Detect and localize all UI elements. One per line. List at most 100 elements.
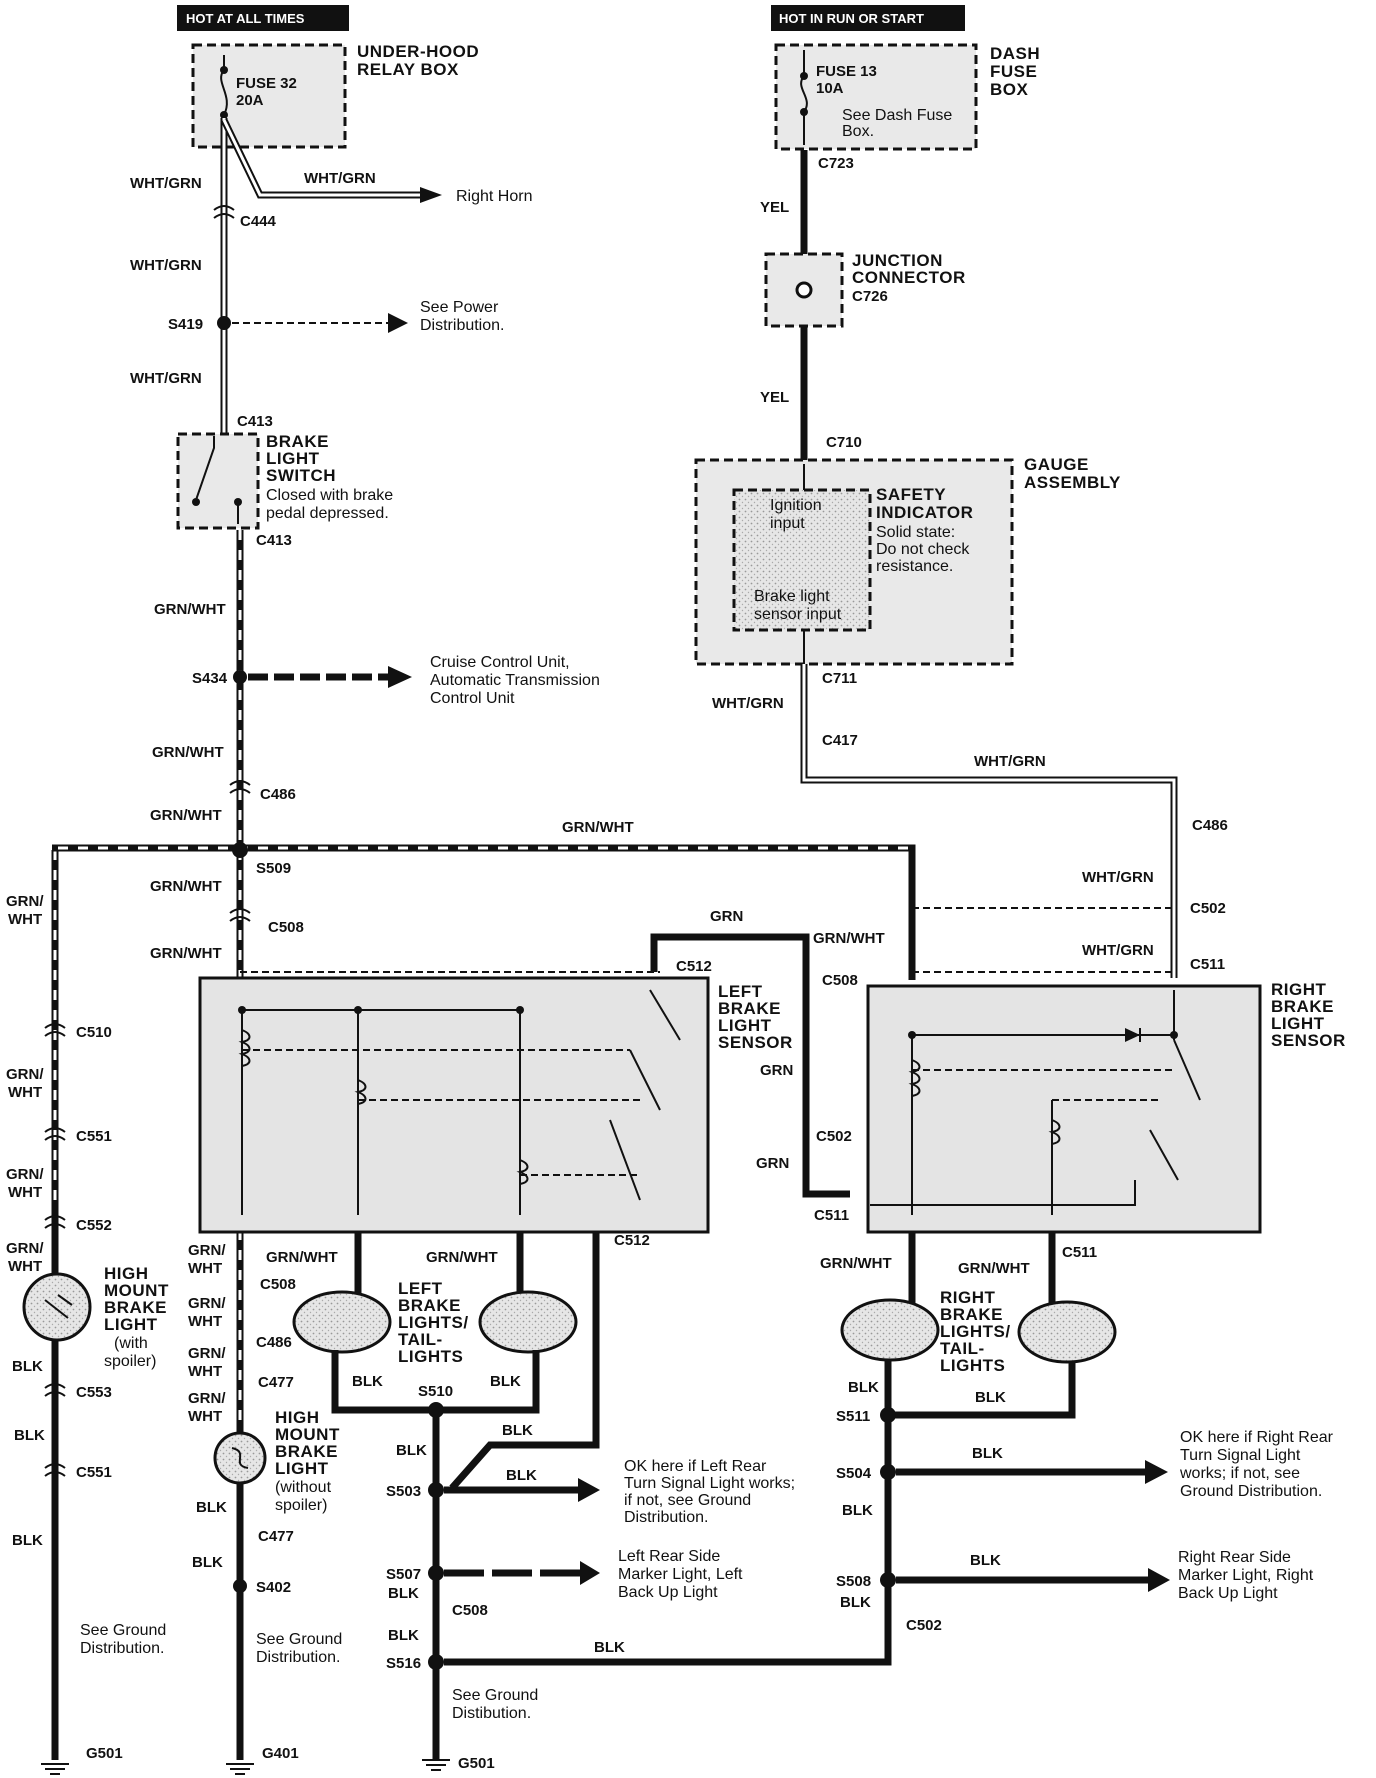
ground-g501-left	[41, 1763, 69, 1775]
svg-text:GAUGE: GAUGE	[1024, 455, 1089, 474]
ground-column-s510	[422, 1402, 892, 1771]
svg-text:SENSOR: SENSOR	[1271, 1031, 1346, 1050]
svg-text:WHT: WHT	[8, 1258, 42, 1275]
svg-text:BRAKE: BRAKE	[398, 1296, 461, 1315]
svg-text:Ignition: Ignition	[770, 497, 822, 514]
svg-text:OK here if Right Rear: OK here if Right Rear	[1180, 1429, 1334, 1446]
svg-text:C508: C508	[452, 1602, 488, 1619]
svg-text:FUSE 13: FUSE 13	[816, 63, 877, 80]
svg-text:(with: (with	[114, 1335, 148, 1352]
svg-text:Ground Distribution.: Ground Distribution.	[1180, 1483, 1322, 1500]
svg-text:LIGHTS: LIGHTS	[398, 1347, 463, 1366]
svg-text:MOUNT: MOUNT	[104, 1281, 169, 1300]
svg-text:HOT AT ALL TIMES: HOT AT ALL TIMES	[186, 11, 305, 26]
svg-text:FUSE: FUSE	[990, 62, 1037, 81]
svg-text:Right Rear Side: Right Rear Side	[1178, 1549, 1291, 1566]
svg-text:BLK: BLK	[490, 1373, 521, 1390]
header-hot-at-all-times: HOT AT ALL TIMES	[177, 5, 349, 31]
svg-text:HIGH: HIGH	[275, 1408, 320, 1427]
svg-text:C502: C502	[1190, 900, 1226, 917]
svg-text:ASSEMBLY: ASSEMBLY	[1024, 473, 1121, 492]
svg-text:BRAKE: BRAKE	[1271, 997, 1334, 1016]
svg-text:C511: C511	[814, 1207, 849, 1224]
svg-text:YEL: YEL	[760, 199, 789, 216]
svg-text:SWITCH: SWITCH	[266, 466, 336, 485]
svg-text:BOX: BOX	[990, 80, 1029, 99]
svg-text:See Dash Fuse: See Dash Fuse	[842, 107, 952, 124]
svg-text:S510: S510	[418, 1383, 453, 1400]
svg-text:BLK: BLK	[192, 1554, 223, 1571]
svg-text:BLK: BLK	[196, 1499, 227, 1516]
svg-text:BLK: BLK	[970, 1552, 1001, 1569]
splice-s419	[217, 313, 408, 333]
svg-text:S504: S504	[836, 1465, 872, 1482]
svg-text:S516: S516	[386, 1655, 421, 1672]
svg-text:LIGHTS: LIGHTS	[940, 1356, 1005, 1375]
svg-text:GRN/WHT: GRN/WHT	[150, 807, 222, 824]
svg-text:YEL: YEL	[760, 389, 789, 406]
svg-text:pedal depressed.: pedal depressed.	[266, 505, 389, 522]
svg-text:Distribution.: Distribution.	[420, 317, 504, 334]
svg-text:Right Horn: Right Horn	[456, 188, 532, 205]
svg-text:C710: C710	[826, 434, 862, 451]
svg-text:BLK: BLK	[840, 1594, 871, 1611]
svg-text:GRN/WHT: GRN/WHT	[562, 819, 634, 836]
gauge-assembly: GAUGE ASSEMBLY SAFETY INDICATOR Solid st…	[694, 455, 1121, 666]
svg-text:Marker Light, Right: Marker Light, Right	[1178, 1567, 1314, 1584]
svg-text:TAIL-: TAIL-	[940, 1339, 985, 1358]
underhood-relay-box: UNDER-HOOD RELAY BOX FUSE 32 20A	[191, 42, 479, 149]
left-brake-light-sensor: LEFT BRAKE LIGHT SENSOR	[198, 976, 793, 1234]
svg-text:LIGHT: LIGHT	[266, 449, 320, 468]
svg-text:sensor input: sensor input	[754, 606, 842, 623]
svg-text:BRAKE: BRAKE	[718, 999, 781, 1018]
svg-text:C551: C551	[76, 1464, 112, 1481]
svg-text:S402: S402	[256, 1579, 291, 1596]
wire-grn-loop	[650, 933, 850, 1198]
svg-text:GRN/WHT: GRN/WHT	[150, 945, 222, 962]
svg-text:Left Rear Side: Left Rear Side	[618, 1548, 720, 1565]
svg-text:Cruise Control Unit,: Cruise Control Unit,	[430, 654, 570, 671]
svg-text:BLK: BLK	[12, 1358, 43, 1375]
svg-text:WHT/GRN: WHT/GRN	[974, 753, 1046, 770]
svg-text:SENSOR: SENSOR	[718, 1033, 793, 1052]
svg-text:WHT: WHT	[188, 1313, 222, 1330]
splice-s434	[233, 666, 412, 688]
svg-text:LEFT: LEFT	[718, 982, 763, 1001]
svg-text:Solid state:: Solid state:	[876, 524, 955, 541]
svg-text:S508: S508	[836, 1573, 871, 1590]
svg-text:BLK: BLK	[502, 1422, 533, 1439]
svg-text:DASH: DASH	[990, 44, 1040, 63]
header-hot-in-run-or-start: HOT IN RUN OR START	[771, 5, 965, 31]
svg-text:C477: C477	[258, 1374, 294, 1391]
svg-text:BLK: BLK	[594, 1639, 625, 1656]
svg-text:OK here if Left Rear: OK here if Left Rear	[624, 1458, 767, 1475]
svg-text:input: input	[770, 515, 805, 532]
svg-text:RIGHT: RIGHT	[1271, 980, 1327, 999]
svg-text:C711: C711	[822, 670, 857, 687]
svg-text:WHT/GRN: WHT/GRN	[712, 695, 784, 712]
svg-text:C508: C508	[260, 1276, 296, 1293]
svg-text:WHT/GRN: WHT/GRN	[1082, 942, 1154, 959]
svg-text:LIGHT: LIGHT	[718, 1016, 772, 1035]
left-brake-tail-lights: LEFT BRAKE LIGHTS/ TAIL- LIGHTS	[292, 1279, 578, 1366]
svg-text:Turn Signal Light: Turn Signal Light	[1180, 1447, 1301, 1464]
svg-text:BLK: BLK	[388, 1627, 419, 1644]
svg-text:S511: S511	[836, 1408, 870, 1425]
svg-text:BLK: BLK	[848, 1379, 879, 1396]
svg-text:LEFT: LEFT	[398, 1279, 443, 1298]
svg-text:Back Up Light: Back Up Light	[1178, 1585, 1278, 1602]
svg-text:C508: C508	[268, 919, 304, 936]
svg-text:LIGHT: LIGHT	[1271, 1014, 1325, 1033]
svg-text:WHT: WHT	[8, 911, 42, 928]
svg-text:Brake light: Brake light	[754, 588, 830, 605]
svg-text:RIGHT: RIGHT	[940, 1288, 996, 1307]
high-mount-brake-light-with-spoiler: HIGH MOUNT BRAKE LIGHT (with spoiler)	[22, 1264, 169, 1370]
svg-text:C552: C552	[76, 1217, 112, 1234]
svg-text:C444: C444	[240, 213, 277, 230]
svg-text:GRN/: GRN/	[188, 1242, 226, 1259]
svg-text:WHT: WHT	[8, 1184, 42, 1201]
svg-text:WHT: WHT	[188, 1363, 222, 1380]
wire-wht-grn-fuse32	[220, 118, 442, 438]
brake-light-switch: BRAKE LIGHT SWITCH Closed with brake ped…	[176, 432, 393, 530]
